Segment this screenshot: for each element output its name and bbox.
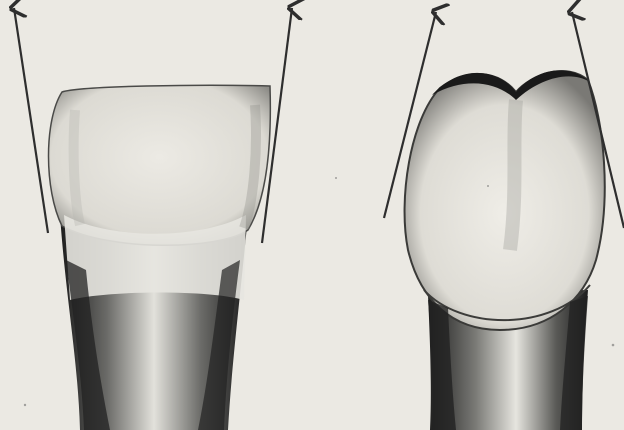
- right-tooth: [405, 70, 605, 430]
- right-tooth-crown: [405, 71, 605, 330]
